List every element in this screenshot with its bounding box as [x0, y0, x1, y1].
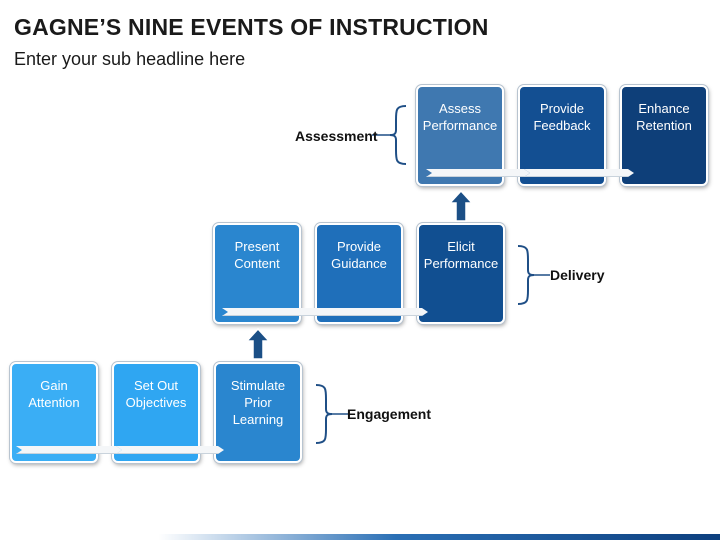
event-provide-guidance: Provide Guidance [315, 223, 403, 324]
group-label-delivery: Delivery [550, 267, 605, 283]
assessment-bracket-icon [372, 105, 407, 165]
connector-strip [524, 169, 634, 177]
event-label: Elicit Performance [423, 239, 499, 271]
connector-strip [320, 308, 428, 316]
event-present-content: Present Content [213, 223, 301, 324]
connector-strip [426, 169, 530, 177]
event-label: Assess Performance [422, 101, 498, 133]
page-title: GAGNE’S NINE EVENTS OF INSTRUCTION [14, 14, 489, 40]
group-label-assessment: Assessment [295, 128, 378, 144]
engagement-bracket-icon [315, 384, 348, 444]
event-stimulate-prior-learning: Stimulate Prior Learning [214, 362, 302, 463]
page-subtitle: Enter your sub headline here [14, 49, 246, 69]
group-label-engagement: Engagement [347, 406, 432, 422]
event-label: Set Out Objectives [125, 378, 187, 410]
event-label: Enhance Retention [636, 101, 692, 133]
up-arrow-icon [449, 190, 473, 222]
event-elicit-performance: Elicit Performance [417, 223, 505, 324]
event-label: Present Content [234, 239, 280, 271]
event-label: Provide Feedback [533, 101, 591, 133]
event-label: Provide Guidance [331, 239, 387, 271]
event-label: Gain Attention [28, 378, 80, 410]
event-enhance-retention: Enhance Retention [620, 85, 708, 186]
delivery-bracket-icon [517, 245, 550, 305]
connector-strip [222, 308, 328, 316]
footer-accent-bar [0, 534, 720, 540]
up-arrow-icon [246, 328, 270, 360]
connector-strip [16, 446, 122, 454]
event-label: Stimulate Prior Learning [230, 378, 286, 427]
connector-strip [116, 446, 224, 454]
